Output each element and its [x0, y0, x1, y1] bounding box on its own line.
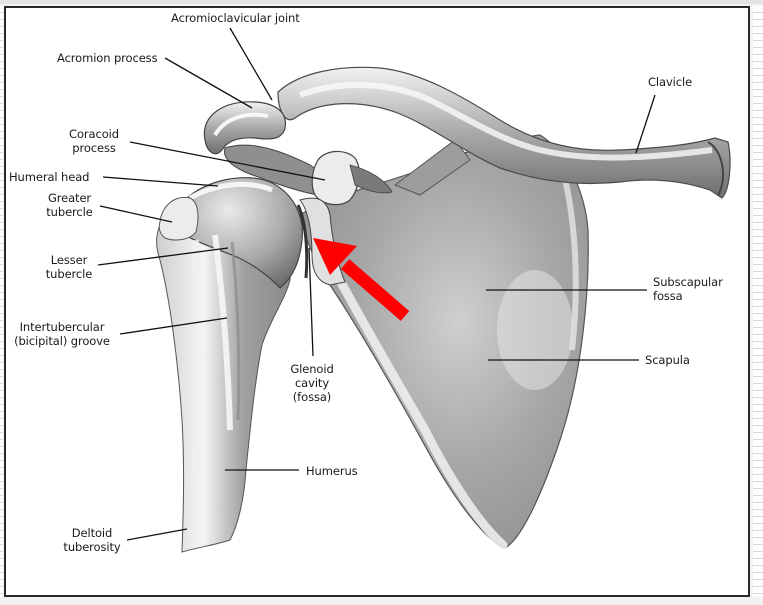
leader-deltoid-tuberosity [126, 528, 188, 541]
label-intertubercular-line2: (bicipital) groove [14, 334, 110, 348]
left-edge-ruler [0, 6, 3, 597]
acromion-highlight [213, 112, 269, 137]
greater-tubercle-shape [158, 196, 199, 241]
label-deltoid-line2: tuberosity [63, 540, 121, 554]
label-glenoid-cavity: Glenoid cavity (fossa) [284, 362, 340, 404]
intertubercular-groove-shadow [230, 241, 241, 421]
humeral-head-highlight [188, 181, 273, 201]
intertubercular-groove-highlight [212, 234, 233, 431]
leader-lesser-tubercle [97, 247, 229, 266]
label-deltoid-line1: Deltoid [71, 526, 113, 540]
leader-coracoid [129, 141, 326, 181]
humeral-head-shape [179, 177, 304, 289]
leader-clavicle [635, 94, 656, 154]
label-acromioclavicular-joint: Acromioclavicular joint [171, 11, 300, 25]
glenoid-cavity-shape [296, 204, 309, 279]
leader-glenoid [308, 247, 314, 357]
leader-greater-tubercle [99, 205, 173, 223]
humerus-shaft-highlight [191, 239, 203, 471]
subscapular-fossa-highlight [497, 270, 573, 390]
label-glenoid-line1: Glenoid [290, 362, 334, 376]
coracoid-shape [311, 150, 360, 206]
label-deltoid-tuberosity: Deltoid tuberosity [62, 526, 122, 554]
coracoid-base [349, 164, 393, 194]
leader-lines [97, 27, 656, 541]
clavicle-shape [277, 66, 731, 199]
leader-acromion [164, 57, 253, 109]
leader-intertubercular [119, 317, 228, 335]
label-greater-line1: Greater [47, 191, 92, 205]
label-scapula: Scapula [645, 353, 690, 367]
clavicle-sternal-end [707, 141, 724, 197]
label-clavicle: Clavicle [648, 75, 693, 89]
leader-acromioclavicular [229, 27, 273, 101]
label-coracoid-line1: Coracoid [69, 127, 119, 141]
label-lesser-line2: tubercle [45, 267, 93, 281]
label-lesser-line1: Lesser [50, 253, 88, 267]
right-edge-ruler [753, 6, 763, 597]
label-glenoid-line3: (fossa) [292, 390, 332, 404]
label-subscapular-line2: fossa [653, 289, 683, 303]
label-lesser-tubercle: Lesser tubercle [44, 253, 94, 281]
label-glenoid-line2: cavity [294, 376, 330, 390]
label-humerus: Humerus [306, 464, 358, 478]
label-coracoid-line2: process [72, 141, 116, 155]
label-acromion-process: Acromion process [57, 51, 158, 65]
red-arrow-icon [313, 238, 410, 321]
label-intertubercular-line1: Intertubercular [19, 320, 105, 334]
label-subscapular-line1: Subscapular [653, 275, 723, 289]
leader-humeral-head [102, 176, 219, 187]
label-subscapular-fossa: Subscapular fossa [653, 275, 723, 303]
label-greater-line2: tubercle [46, 205, 93, 219]
label-humeral-head: Humeral head [9, 170, 90, 184]
superior-angle [393, 139, 471, 196]
label-coracoid-process: Coracoid process [64, 127, 124, 155]
frame-top-strip [0, 0, 763, 4]
scapula-lateral-border [313, 235, 508, 550]
label-intertubercular-groove: Intertubercular (bicipital) groove [8, 320, 116, 348]
clavicle-highlight [298, 82, 713, 161]
label-greater-tubercle: Greater tubercle [42, 191, 97, 219]
